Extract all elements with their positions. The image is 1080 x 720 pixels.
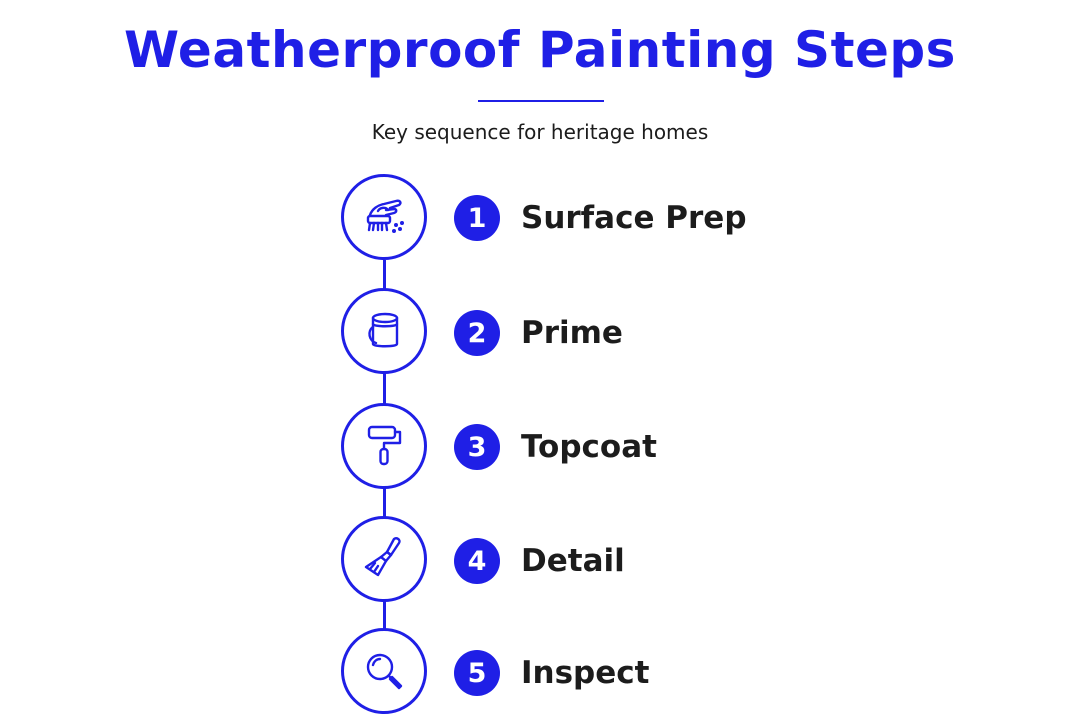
step-4-label: Detail bbox=[521, 543, 625, 579]
step-5-label: Inspect bbox=[521, 655, 650, 691]
magnifying-glass-icon bbox=[366, 653, 403, 690]
step-5-number-badge: 5 bbox=[454, 650, 500, 696]
step-2-icon-circle bbox=[341, 288, 427, 374]
step-1-icon-circle bbox=[341, 174, 427, 260]
step-4-number-badge: 4 bbox=[454, 538, 500, 584]
step-3-label: Topcoat bbox=[521, 429, 657, 465]
title-underline bbox=[478, 100, 604, 102]
step-3-icon-circle bbox=[341, 403, 427, 489]
page-subtitle: Key sequence for heritage homes bbox=[371, 120, 709, 144]
step-4-icon-circle bbox=[341, 516, 427, 602]
step-5-icon-circle bbox=[341, 628, 427, 714]
scrub-brush-icon bbox=[366, 199, 405, 234]
paint-roller-icon bbox=[367, 425, 402, 466]
step-2-label: Prime bbox=[521, 315, 623, 351]
page-title: Weatherproof Painting Steps bbox=[124, 21, 956, 79]
paintbrush-icon bbox=[364, 537, 401, 577]
step-2-number-badge: 2 bbox=[454, 310, 500, 356]
step-1-label: Surface Prep bbox=[521, 200, 747, 236]
step-3-number-badge: 3 bbox=[454, 424, 500, 470]
step-1-number-badge: 1 bbox=[454, 195, 500, 241]
paint-can-icon bbox=[368, 312, 399, 348]
